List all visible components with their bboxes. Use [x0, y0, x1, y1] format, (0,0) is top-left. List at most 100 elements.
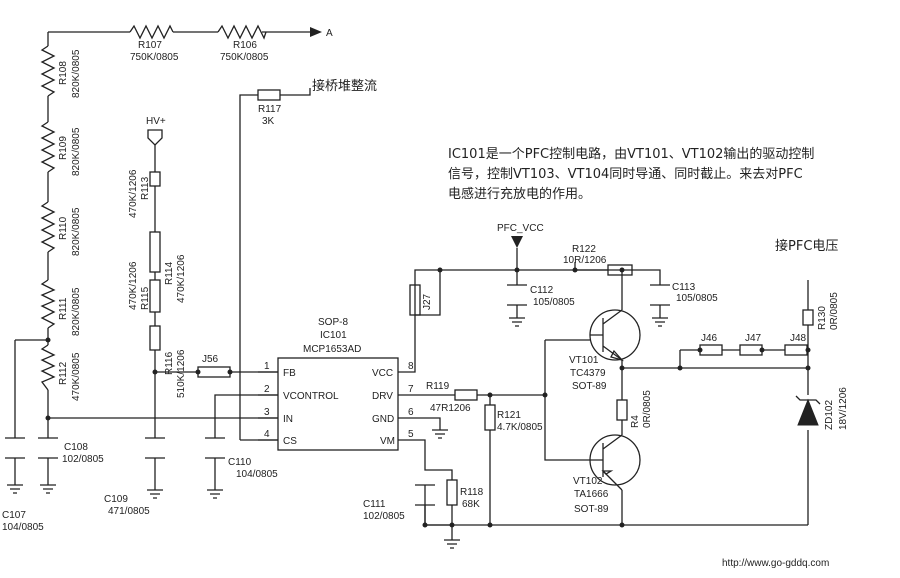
- r113-value: 470K/1206: [128, 169, 139, 218]
- resistors: [40, 24, 814, 506]
- j47-label: J47: [745, 333, 762, 344]
- r117-ref: R117: [258, 104, 282, 115]
- r122-body: [607, 264, 633, 276]
- ground-symbol: [652, 317, 668, 327]
- wires: [14, 31, 809, 540]
- r116-body: [149, 325, 161, 351]
- r116-value: 510K/1206: [176, 349, 187, 398]
- r108-zigzag: [40, 45, 56, 97]
- zd102-diode-icon: [797, 398, 819, 426]
- j48-body: [784, 344, 808, 356]
- pin7-name: DRV: [372, 391, 393, 402]
- r118-ref: R118: [460, 487, 484, 498]
- vt102-ref: VT102: [573, 476, 603, 487]
- r109-ref: R109: [58, 136, 69, 160]
- r119-body: [454, 389, 478, 401]
- source-url: http://www.go-gddq.com: [722, 558, 829, 569]
- r112-zigzag: [40, 344, 56, 391]
- grounds: [7, 317, 668, 549]
- junctions: [45, 267, 811, 528]
- net-symbols: [147, 27, 809, 290]
- r116-ref: R116: [164, 351, 175, 375]
- ic-ref: IC101: [320, 330, 347, 341]
- zd102: [795, 395, 821, 426]
- c113-value: 105/0805: [676, 293, 718, 304]
- r4-value: 0R/0805: [642, 390, 653, 428]
- r130-ref: R130: [817, 306, 828, 330]
- ground-symbol: [207, 489, 223, 499]
- r112-value: 470K/0805: [71, 352, 82, 401]
- r109-zigzag: [40, 121, 56, 173]
- j46-body: [699, 344, 723, 356]
- c108-ref: C108: [64, 442, 88, 453]
- r113-ref: R113: [140, 176, 151, 200]
- vt101-ref: VT101: [569, 355, 599, 366]
- pin1-name: FB: [283, 368, 296, 379]
- r114-value: 470K/1206: [176, 254, 187, 303]
- r113-body: [149, 171, 161, 187]
- r117-body: [257, 89, 281, 101]
- r110-value: 820K/0805: [71, 207, 82, 256]
- c107-ref: C107: [2, 510, 26, 521]
- pin8-num: 8: [408, 361, 414, 372]
- c112-value: 105/0805: [533, 297, 575, 308]
- c111-ref: C111: [363, 499, 386, 510]
- ic101-body: [277, 357, 399, 451]
- vt102-part: TA1666: [574, 489, 609, 500]
- c108-value: 102/0805: [62, 454, 104, 465]
- j27-body: [409, 284, 421, 316]
- r107-ref: R107: [138, 40, 162, 51]
- c108-plates: [38, 437, 58, 459]
- r118-body: [446, 479, 458, 506]
- r119-ref: R119: [426, 381, 450, 392]
- labels: R107 750K/0805 R106 750K/0805 A R108 820…: [2, 28, 849, 569]
- pfc-vcc-label: PFC_VCC: [497, 223, 544, 234]
- pin4-num: 4: [264, 429, 270, 440]
- hv-arrow-icon: [147, 129, 163, 146]
- r110-zigzag: [40, 201, 56, 253]
- c113-plates: [650, 284, 670, 306]
- transistors: [589, 309, 641, 491]
- c111-value: 102/0805: [363, 511, 405, 522]
- r111-zigzag: [40, 279, 56, 329]
- ic101: [258, 357, 399, 451]
- r115-value: 470K/1206: [128, 261, 139, 310]
- ground-symbol: [432, 429, 448, 439]
- c107-plates: [5, 437, 25, 459]
- r4-body: [616, 399, 628, 421]
- c109-value: 471/0805: [108, 506, 150, 517]
- pin2-num: 2: [264, 384, 270, 395]
- c112-ref: C112: [530, 285, 554, 296]
- ground-symbol: [444, 539, 460, 549]
- c110-plates: [205, 437, 225, 459]
- r111-ref: R111: [58, 297, 69, 320]
- c110-value: 104/0805: [236, 469, 278, 480]
- vt101-package: SOT-89: [572, 381, 607, 392]
- zd102-value: 18V/1206: [838, 387, 849, 430]
- net-a-label: A: [326, 28, 333, 39]
- c113-ref: C113: [672, 282, 696, 293]
- r114-body: [149, 231, 161, 273]
- r106-value: 750K/0805: [220, 52, 269, 63]
- ground-symbol: [509, 317, 525, 327]
- r111-value: 820K/0805: [71, 287, 82, 336]
- r122-value: 10R/1206: [563, 255, 607, 266]
- ground-symbol: [40, 484, 56, 494]
- r115-body: [149, 279, 161, 313]
- r122-ref: R122: [572, 244, 596, 255]
- pin4-name: CS: [283, 436, 297, 447]
- r107-zigzag: [129, 24, 174, 40]
- r121-ref: R121: [497, 410, 521, 421]
- j56-label: J56: [202, 354, 219, 365]
- net-hv-label: HV+: [146, 116, 166, 127]
- j46-label: J46: [701, 333, 718, 344]
- pin2-name: VCONTROL: [283, 391, 339, 402]
- r119-value: 47R1206: [430, 403, 471, 414]
- pin7-num: 7: [408, 384, 414, 395]
- c109-plates: [145, 437, 165, 459]
- ic-part: MCP1653AD: [303, 344, 361, 355]
- pin5-num: 5: [408, 429, 414, 440]
- j56-body: [197, 366, 231, 378]
- j48-label: J48: [790, 333, 807, 344]
- r106-zigzag: [217, 24, 267, 40]
